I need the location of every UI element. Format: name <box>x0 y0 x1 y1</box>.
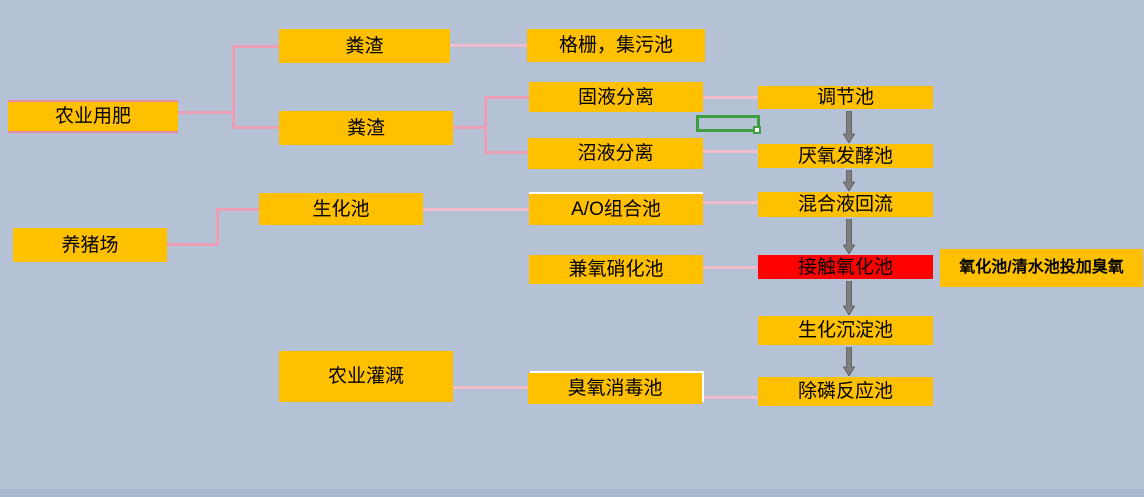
connector-line <box>233 45 279 48</box>
connector-line <box>703 201 758 204</box>
node-agriculture-fertilizer[interactable]: 农业用肥 <box>8 100 178 133</box>
down-arrow-icon[interactable] <box>843 111 855 143</box>
connector-line <box>178 111 235 114</box>
node-agriculture-irrigation[interactable]: 农业灌溉 <box>279 351 453 402</box>
connector-line <box>703 96 758 99</box>
annotation-ozone-dosing-note[interactable]: 氧化池/清水池投加臭氧 <box>940 249 1143 287</box>
connector-line <box>450 44 527 47</box>
connector-line <box>485 96 529 99</box>
cell-selection-box[interactable] <box>696 115 760 132</box>
node-ozone-disinfection-pool[interactable]: 臭氧消毒池 <box>528 373 702 404</box>
node-mixed-liquor-reflux[interactable]: 混合液回流 <box>758 192 933 217</box>
node-anaerobic-fermentation-pool[interactable]: 厌氧发酵池 <box>758 144 933 168</box>
connector-line <box>216 208 219 246</box>
node-phosphorus-removal-reaction-pool[interactable]: 除磷反应池 <box>758 377 933 406</box>
background-band <box>0 489 1144 497</box>
node-pig-farm[interactable]: 养猪场 <box>13 228 167 262</box>
node-facultative-nitrification-pool[interactable]: 兼氧硝化池 <box>529 255 703 284</box>
down-arrow-icon[interactable] <box>843 281 855 315</box>
node-manure-residue-1[interactable]: 粪渣 <box>279 29 450 63</box>
connector-line <box>703 150 758 153</box>
connector-line <box>217 208 259 211</box>
node-grid-sump-pool[interactable]: 格栅，集污池 <box>527 29 705 62</box>
down-arrow-icon[interactable] <box>843 347 855 376</box>
down-arrow-icon[interactable] <box>843 170 855 191</box>
node-ao-combination-pool[interactable]: A/O组合池 <box>529 194 703 225</box>
connector-line <box>702 396 758 399</box>
connector-line <box>232 45 235 129</box>
node-biochemical-sedimentation-pool[interactable]: 生化沉淀池 <box>758 316 933 345</box>
connector-line <box>233 126 279 129</box>
connector-line <box>703 266 758 269</box>
node-biochemical-pool[interactable]: 生化池 <box>259 193 423 225</box>
connector-line <box>423 208 529 211</box>
connector-line <box>453 386 528 389</box>
connector-line <box>484 96 487 154</box>
node-biogas-slurry-separation[interactable]: 沼液分离 <box>528 138 703 169</box>
node-regulating-pool[interactable]: 调节池 <box>758 86 933 109</box>
selection-fill-handle-icon[interactable] <box>753 126 761 134</box>
node-contact-oxidation-pool[interactable]: 接触氧化池 <box>758 255 933 279</box>
connector-line <box>167 243 219 246</box>
node-manure-residue-2[interactable]: 粪渣 <box>279 111 453 145</box>
connector-line <box>453 126 486 129</box>
node-solid-liquid-separation[interactable]: 固液分离 <box>529 82 703 112</box>
connector-line <box>485 151 529 154</box>
down-arrow-icon[interactable] <box>843 219 855 254</box>
